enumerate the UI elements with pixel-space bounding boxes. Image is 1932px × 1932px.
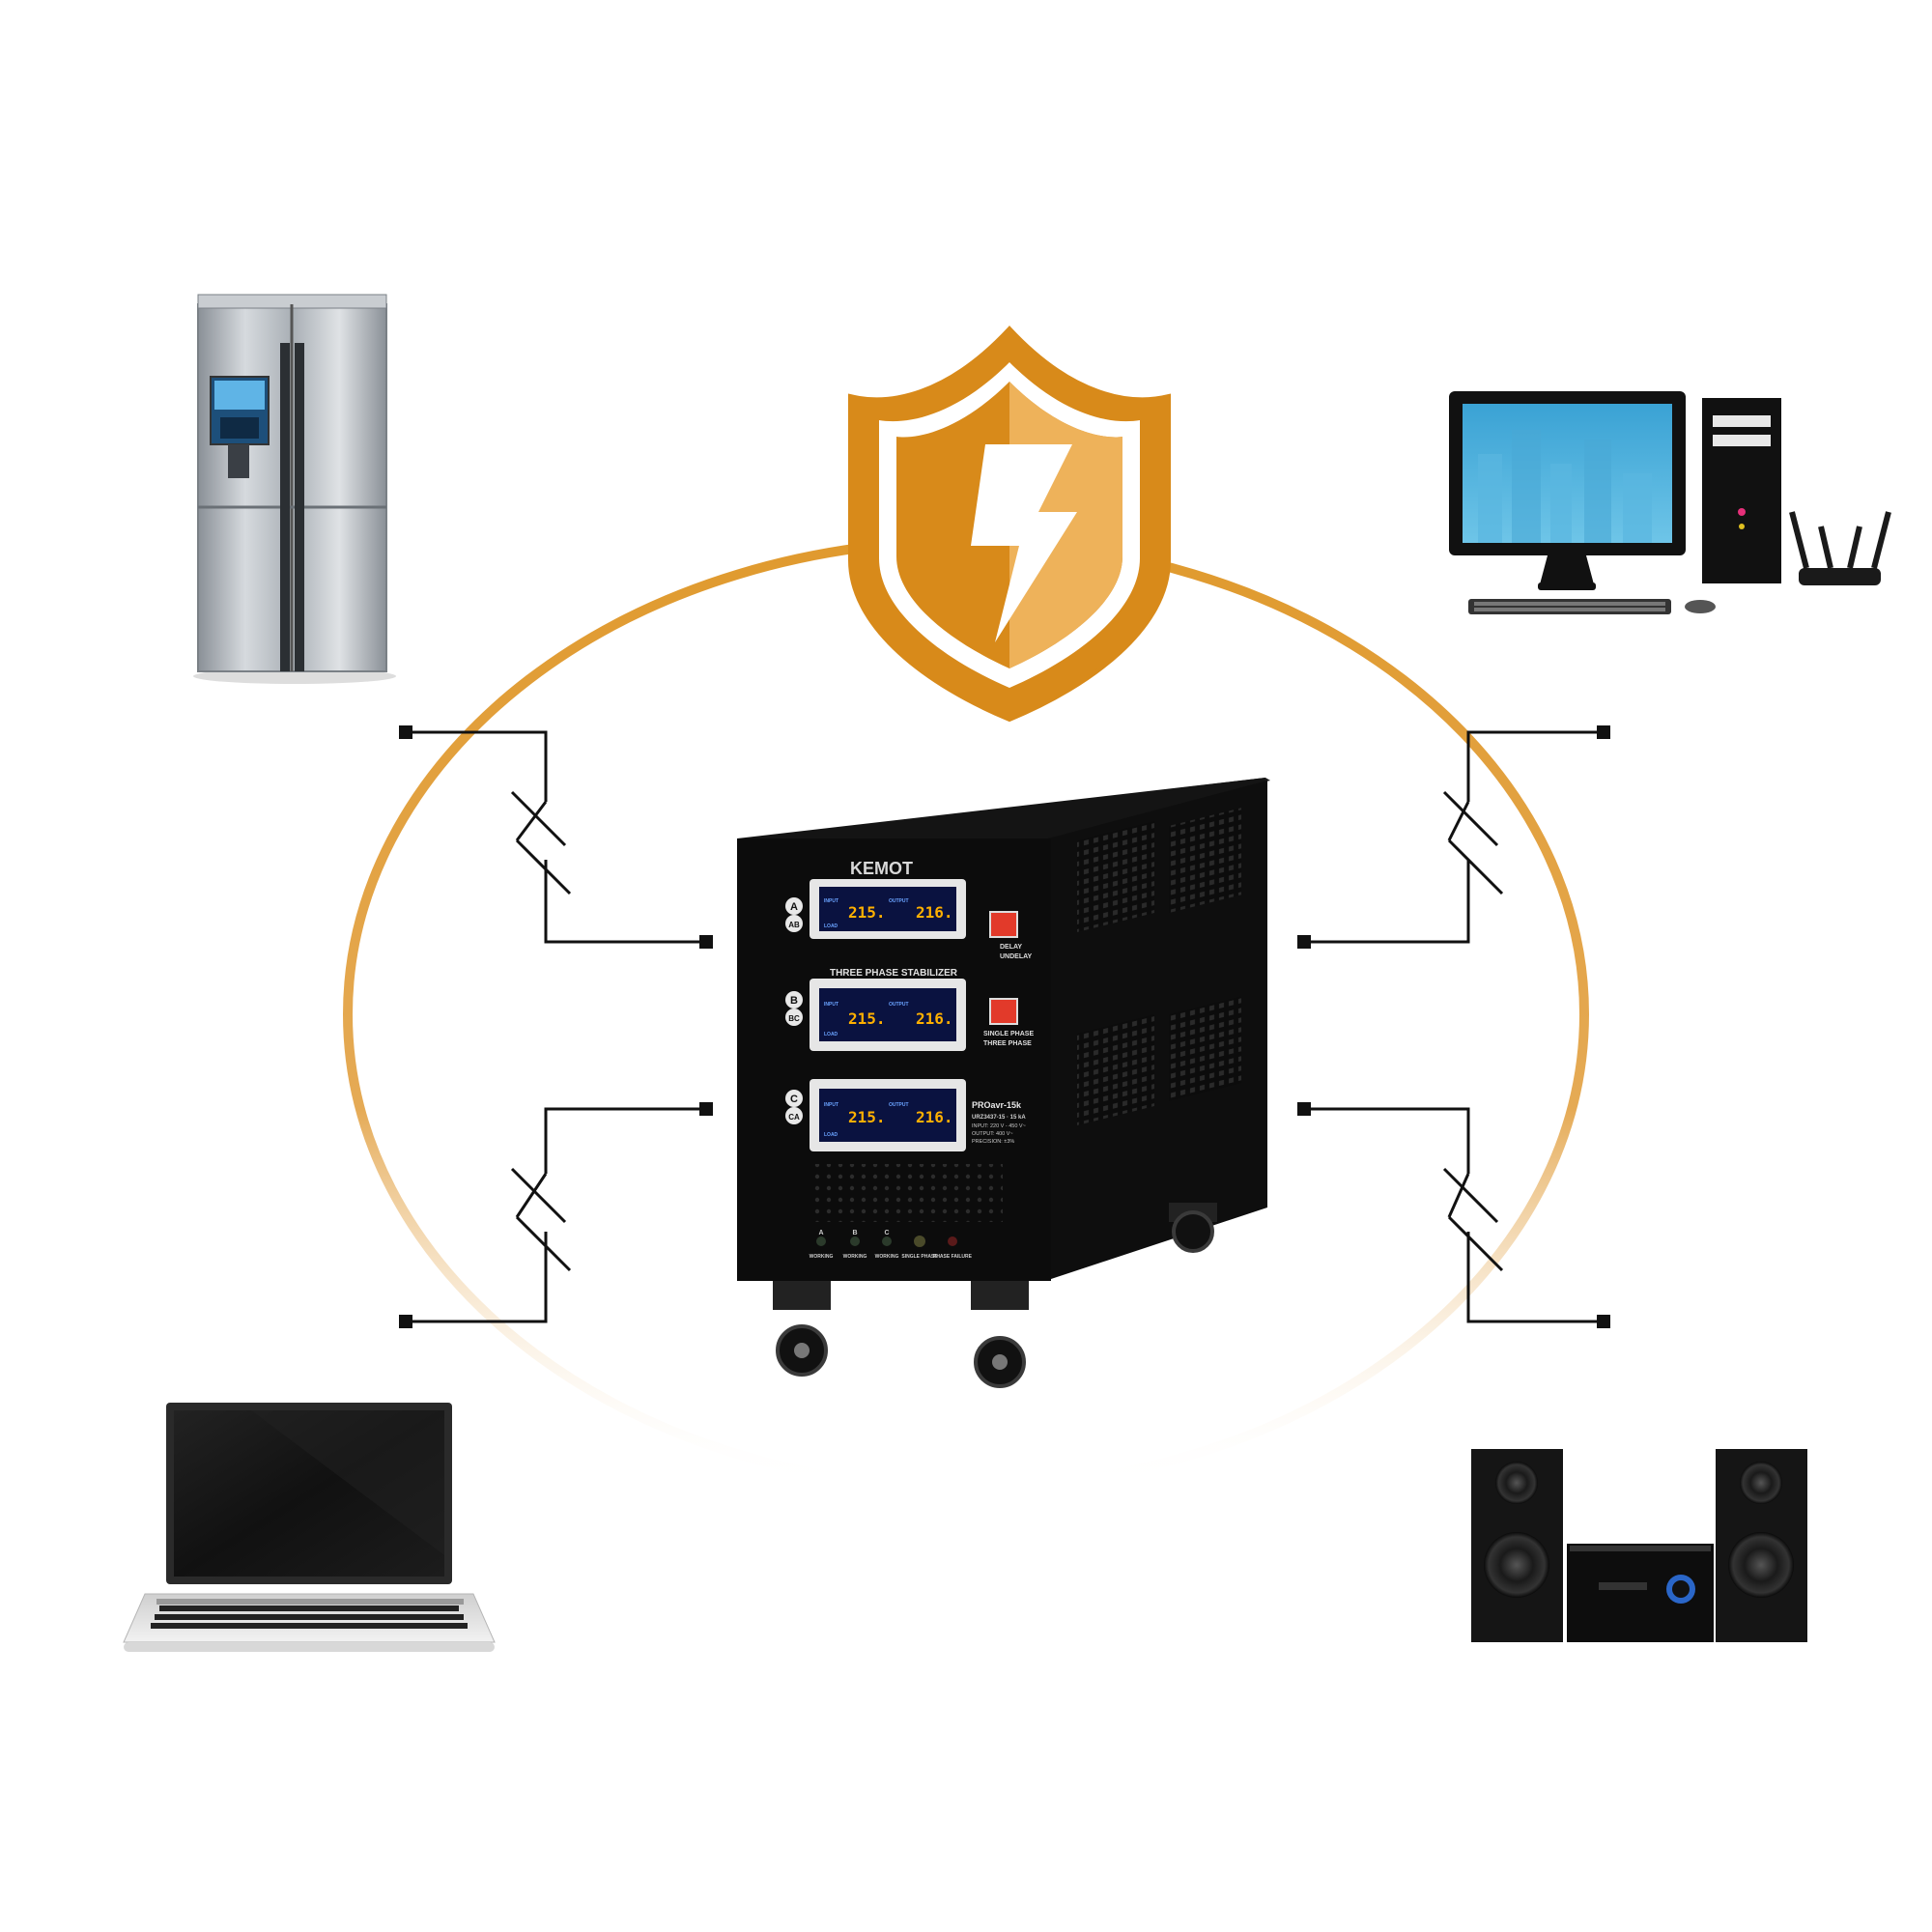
svg-text:215.: 215.	[848, 1108, 886, 1126]
svg-text:WORKING: WORKING	[810, 1254, 834, 1260]
svg-text:UNDELAY: UNDELAY	[1000, 953, 1033, 960]
svg-text:THREE PHASE: THREE PHASE	[983, 1040, 1032, 1047]
desktop-computer-icon	[1449, 391, 1781, 614]
svg-text:A: A	[790, 901, 798, 913]
right-wiring	[1304, 730, 1604, 1323]
svg-text:LOAD: LOAD	[824, 923, 838, 929]
refrigerator-icon	[193, 294, 396, 684]
front-speaker-grille	[810, 1164, 1003, 1222]
phase-panel-a: A AB INPUT OUTPUT LOAD 215. 216.	[785, 879, 966, 939]
svg-text:WORKING: WORKING	[875, 1254, 899, 1260]
svg-text:DELAY: DELAY	[1000, 944, 1022, 951]
right-terminals	[1297, 725, 1610, 1328]
svg-text:PRECISION: ±3%: PRECISION: ±3%	[972, 1139, 1014, 1145]
svg-text:BC: BC	[788, 1014, 800, 1023]
svg-text:INPUT: INPUT	[824, 1002, 838, 1008]
unit-heading: THREE PHASE STABILIZER	[830, 968, 958, 979]
svg-text:PHASE FAILURE: PHASE FAILURE	[933, 1254, 973, 1260]
indicator-lamps: A B C WORKING WORKING WORKING SINGLE PHA…	[810, 1230, 973, 1260]
left-terminals	[399, 725, 713, 1328]
svg-text:OUTPUT: OUTPUT	[889, 1002, 909, 1008]
svg-text:OUTPUT: OUTPUT	[889, 1102, 909, 1108]
svg-text:OUTPUT: OUTPUT	[889, 898, 909, 904]
delay-button[interactable]	[989, 911, 1018, 938]
left-wiring	[406, 730, 705, 1323]
svg-text:SINGLE PHASE: SINGLE PHASE	[983, 1031, 1034, 1037]
phase-panel-b: B BC INPUT OUTPUT LOAD 215. 216.	[785, 979, 966, 1051]
svg-text:215.: 215.	[848, 1009, 886, 1028]
phase-mode-button[interactable]	[989, 998, 1018, 1025]
svg-text:INPUT: 220 V - 450 V~: INPUT: 220 V - 450 V~	[972, 1123, 1026, 1129]
svg-text:INPUT: INPUT	[824, 1102, 838, 1108]
svg-text:OUTPUT: 400 V~: OUTPUT: 400 V~	[972, 1131, 1013, 1137]
model-name: PROavr-15k	[972, 1100, 1022, 1110]
svg-text:216.: 216.	[916, 1108, 953, 1126]
phase-panel-c: C CA INPUT OUTPUT LOAD 215. 216.	[785, 1079, 966, 1151]
laptop-icon	[123, 1403, 496, 1652]
svg-text:AB: AB	[788, 921, 800, 929]
svg-text:216.: 216.	[916, 903, 953, 922]
svg-text:B: B	[852, 1230, 857, 1236]
stabilizer-unit: KEMOT A AB INPUT OUTPUT LOAD 215. 216. D…	[737, 778, 1270, 1388]
shield-lightning-icon	[848, 326, 1171, 723]
svg-text:WORKING: WORKING	[843, 1254, 867, 1260]
caster-wheels	[773, 1203, 1217, 1388]
svg-text:C: C	[790, 1094, 798, 1105]
svg-text:LOAD: LOAD	[824, 1132, 838, 1138]
svg-text:B: B	[790, 995, 798, 1007]
svg-text:SINGLE PHASE: SINGLE PHASE	[901, 1254, 938, 1260]
svg-text:CA: CA	[788, 1113, 800, 1122]
svg-text:INPUT: INPUT	[824, 898, 838, 904]
svg-text:A: A	[818, 1230, 823, 1236]
svg-text:C: C	[884, 1230, 889, 1236]
brand-logo: KEMOT	[850, 859, 913, 878]
svg-text:216.: 216.	[916, 1009, 953, 1028]
svg-text:LOAD: LOAD	[824, 1032, 838, 1037]
router-icon	[1789, 511, 1891, 585]
svg-text:URZ3437-15 · 15 kA: URZ3437-15 · 15 kA	[972, 1115, 1026, 1121]
svg-text:215.: 215.	[848, 903, 886, 922]
speaker-system-icon	[1471, 1449, 1807, 1642]
